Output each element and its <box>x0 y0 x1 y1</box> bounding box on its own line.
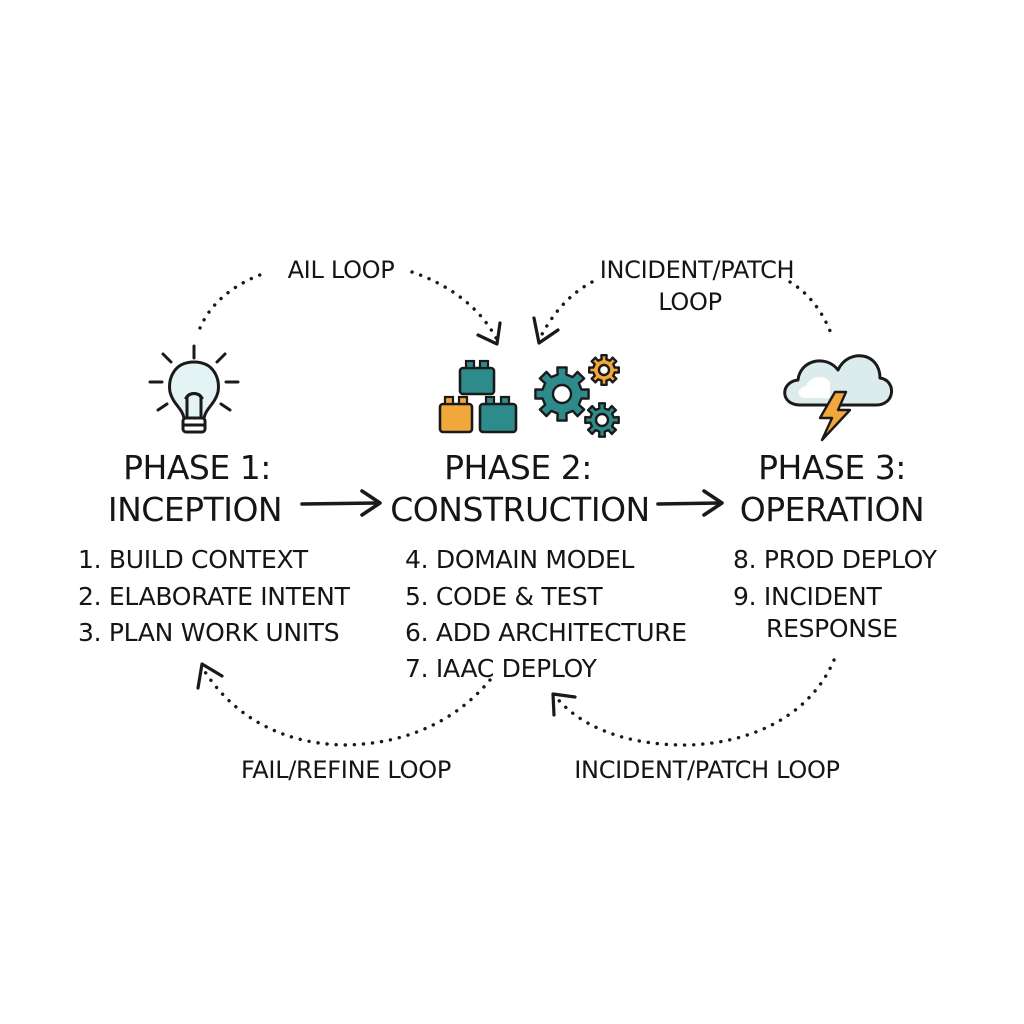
loop-label-top-left: AIL LOOP <box>288 256 395 284</box>
storm-cloud-icon <box>783 354 893 442</box>
gear-hole <box>551 383 573 405</box>
blocks-and-gears-icon <box>438 354 620 438</box>
phase3-steps: 8. PROD DEPLOY 9. INCIDENT RESPONSE <box>733 545 938 643</box>
loop-label-bottom-right: INCIDENT/PATCH LOOP <box>574 756 839 784</box>
step-item: 7. IAAC DEPLOY <box>405 654 598 683</box>
loop-label-bottom-left: FAIL/REFINE LOOP <box>241 756 451 784</box>
step-item: 6. ADD ARCHITECTURE <box>405 618 687 647</box>
loop-arrow-top-left <box>198 270 502 346</box>
loop-arrow-bottom-left <box>196 662 492 747</box>
gear-big-icon <box>534 366 590 422</box>
step-item: 9. INCIDENT <box>733 582 882 611</box>
gear-small-teal-icon <box>584 402 620 438</box>
step-item: 5. CODE & TEST <box>405 582 603 611</box>
loop-arrow-top-right <box>532 280 834 345</box>
step-item: 8. PROD DEPLOY <box>733 545 938 574</box>
step-item: 4. DOMAIN MODEL <box>405 545 635 574</box>
gear-hole <box>597 363 611 377</box>
lightbulb-icon <box>148 344 240 434</box>
phase3-title-line2: OPERATION <box>740 490 924 529</box>
phase2-title-line2: CONSTRUCTION <box>390 490 649 529</box>
gear-hole <box>594 412 610 428</box>
step-item: 2. ELABORATE INTENT <box>78 582 351 611</box>
loop-label-top-right-line1: INCIDENT/PATCH <box>600 256 795 284</box>
phase1-title-line1: PHASE 1: <box>123 448 271 487</box>
loop-arrow-bottom-right <box>551 658 836 747</box>
phase1-title-line2: INCEPTION <box>108 490 282 529</box>
step-item: 1. BUILD CONTEXT <box>78 545 309 574</box>
lightning-bolt-icon <box>818 390 852 442</box>
phase3-title-line1: PHASE 3: <box>758 448 906 487</box>
step-item: RESPONSE <box>766 614 898 643</box>
arrow-phase2-to-phase3 <box>656 489 724 517</box>
arrow-phase1-to-phase2 <box>300 489 382 517</box>
phase2-title-line1: PHASE 2: <box>444 448 592 487</box>
phase2-steps: 4. DOMAIN MODEL 5. CODE & TEST 6. ADD AR… <box>405 545 687 683</box>
gear-small-orange-icon <box>588 354 620 386</box>
step-item: 3. PLAN WORK UNITS <box>78 618 339 647</box>
loop-label-top-right-line2: LOOP <box>658 288 722 316</box>
phase1-steps: 1. BUILD CONTEXT 2. ELABORATE INTENT 3. … <box>78 545 351 647</box>
